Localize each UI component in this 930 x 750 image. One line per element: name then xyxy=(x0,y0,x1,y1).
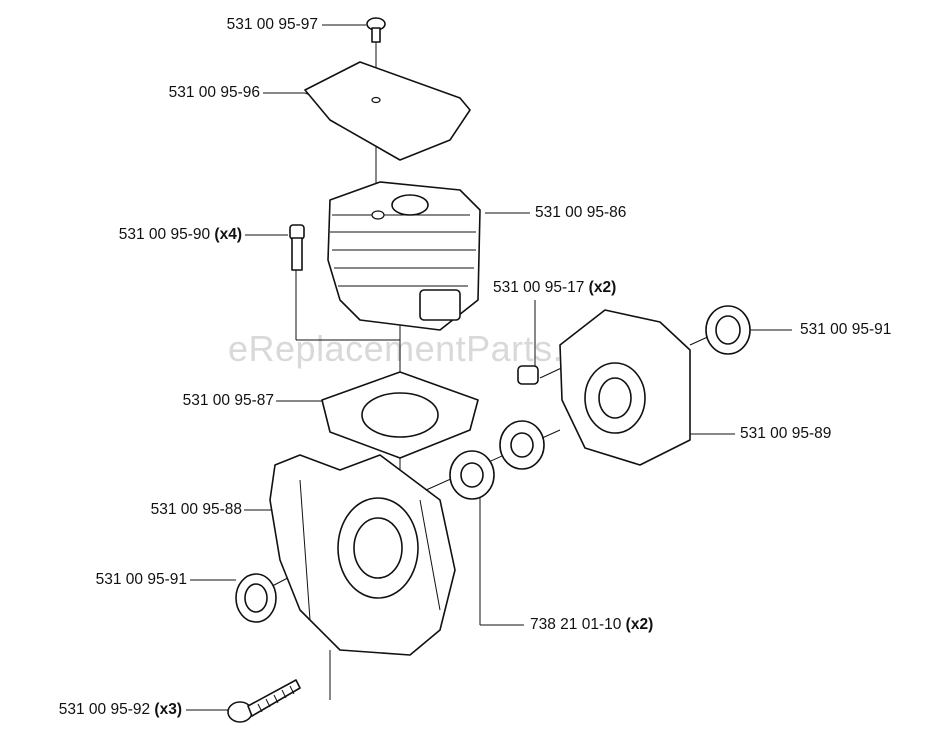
crankcase-left-shape xyxy=(269,454,456,656)
callout-531-00-95-91-left: 531 00 95-91 xyxy=(95,571,187,588)
heat-shield-shape xyxy=(304,61,471,161)
callout-531-00-95-90: 531 00 95-90 (x4) xyxy=(118,226,242,243)
callout-531-00-95-96: 531 00 95-96 xyxy=(168,84,260,101)
callout-531-00-95-89: 531 00 95-89 xyxy=(740,425,832,442)
screw-97-shape xyxy=(366,17,386,43)
callout-531-00-95-91-right: 531 00 95-91 xyxy=(800,321,892,338)
seal-right-shape xyxy=(705,305,751,355)
plug-shape xyxy=(517,365,539,385)
callout-531-00-95-17: 531 00 95-17 (x2) xyxy=(493,279,617,296)
seal-left-shape xyxy=(235,573,277,623)
gasket-shape xyxy=(321,371,479,459)
callout-531-00-95-97: 531 00 95-97 xyxy=(226,16,318,33)
callout-531-00-95-92: 531 00 95-92 (x3) xyxy=(58,701,182,718)
crankcase-right-shape xyxy=(559,309,691,466)
cylinder-shape xyxy=(327,181,481,331)
bolt-90-shape xyxy=(289,224,305,271)
callout-531-00-95-88: 531 00 95-88 xyxy=(150,501,242,518)
callout-738-21-01-10: 738 21 01-10 (x2) xyxy=(530,616,654,633)
screw-92-shape xyxy=(227,679,301,723)
callout-531-00-95-86: 531 00 95-86 xyxy=(535,204,627,221)
leader-lines xyxy=(186,24,792,711)
callout-531-00-95-87: 531 00 95-87 xyxy=(182,392,274,409)
bearings-shape xyxy=(449,420,545,500)
